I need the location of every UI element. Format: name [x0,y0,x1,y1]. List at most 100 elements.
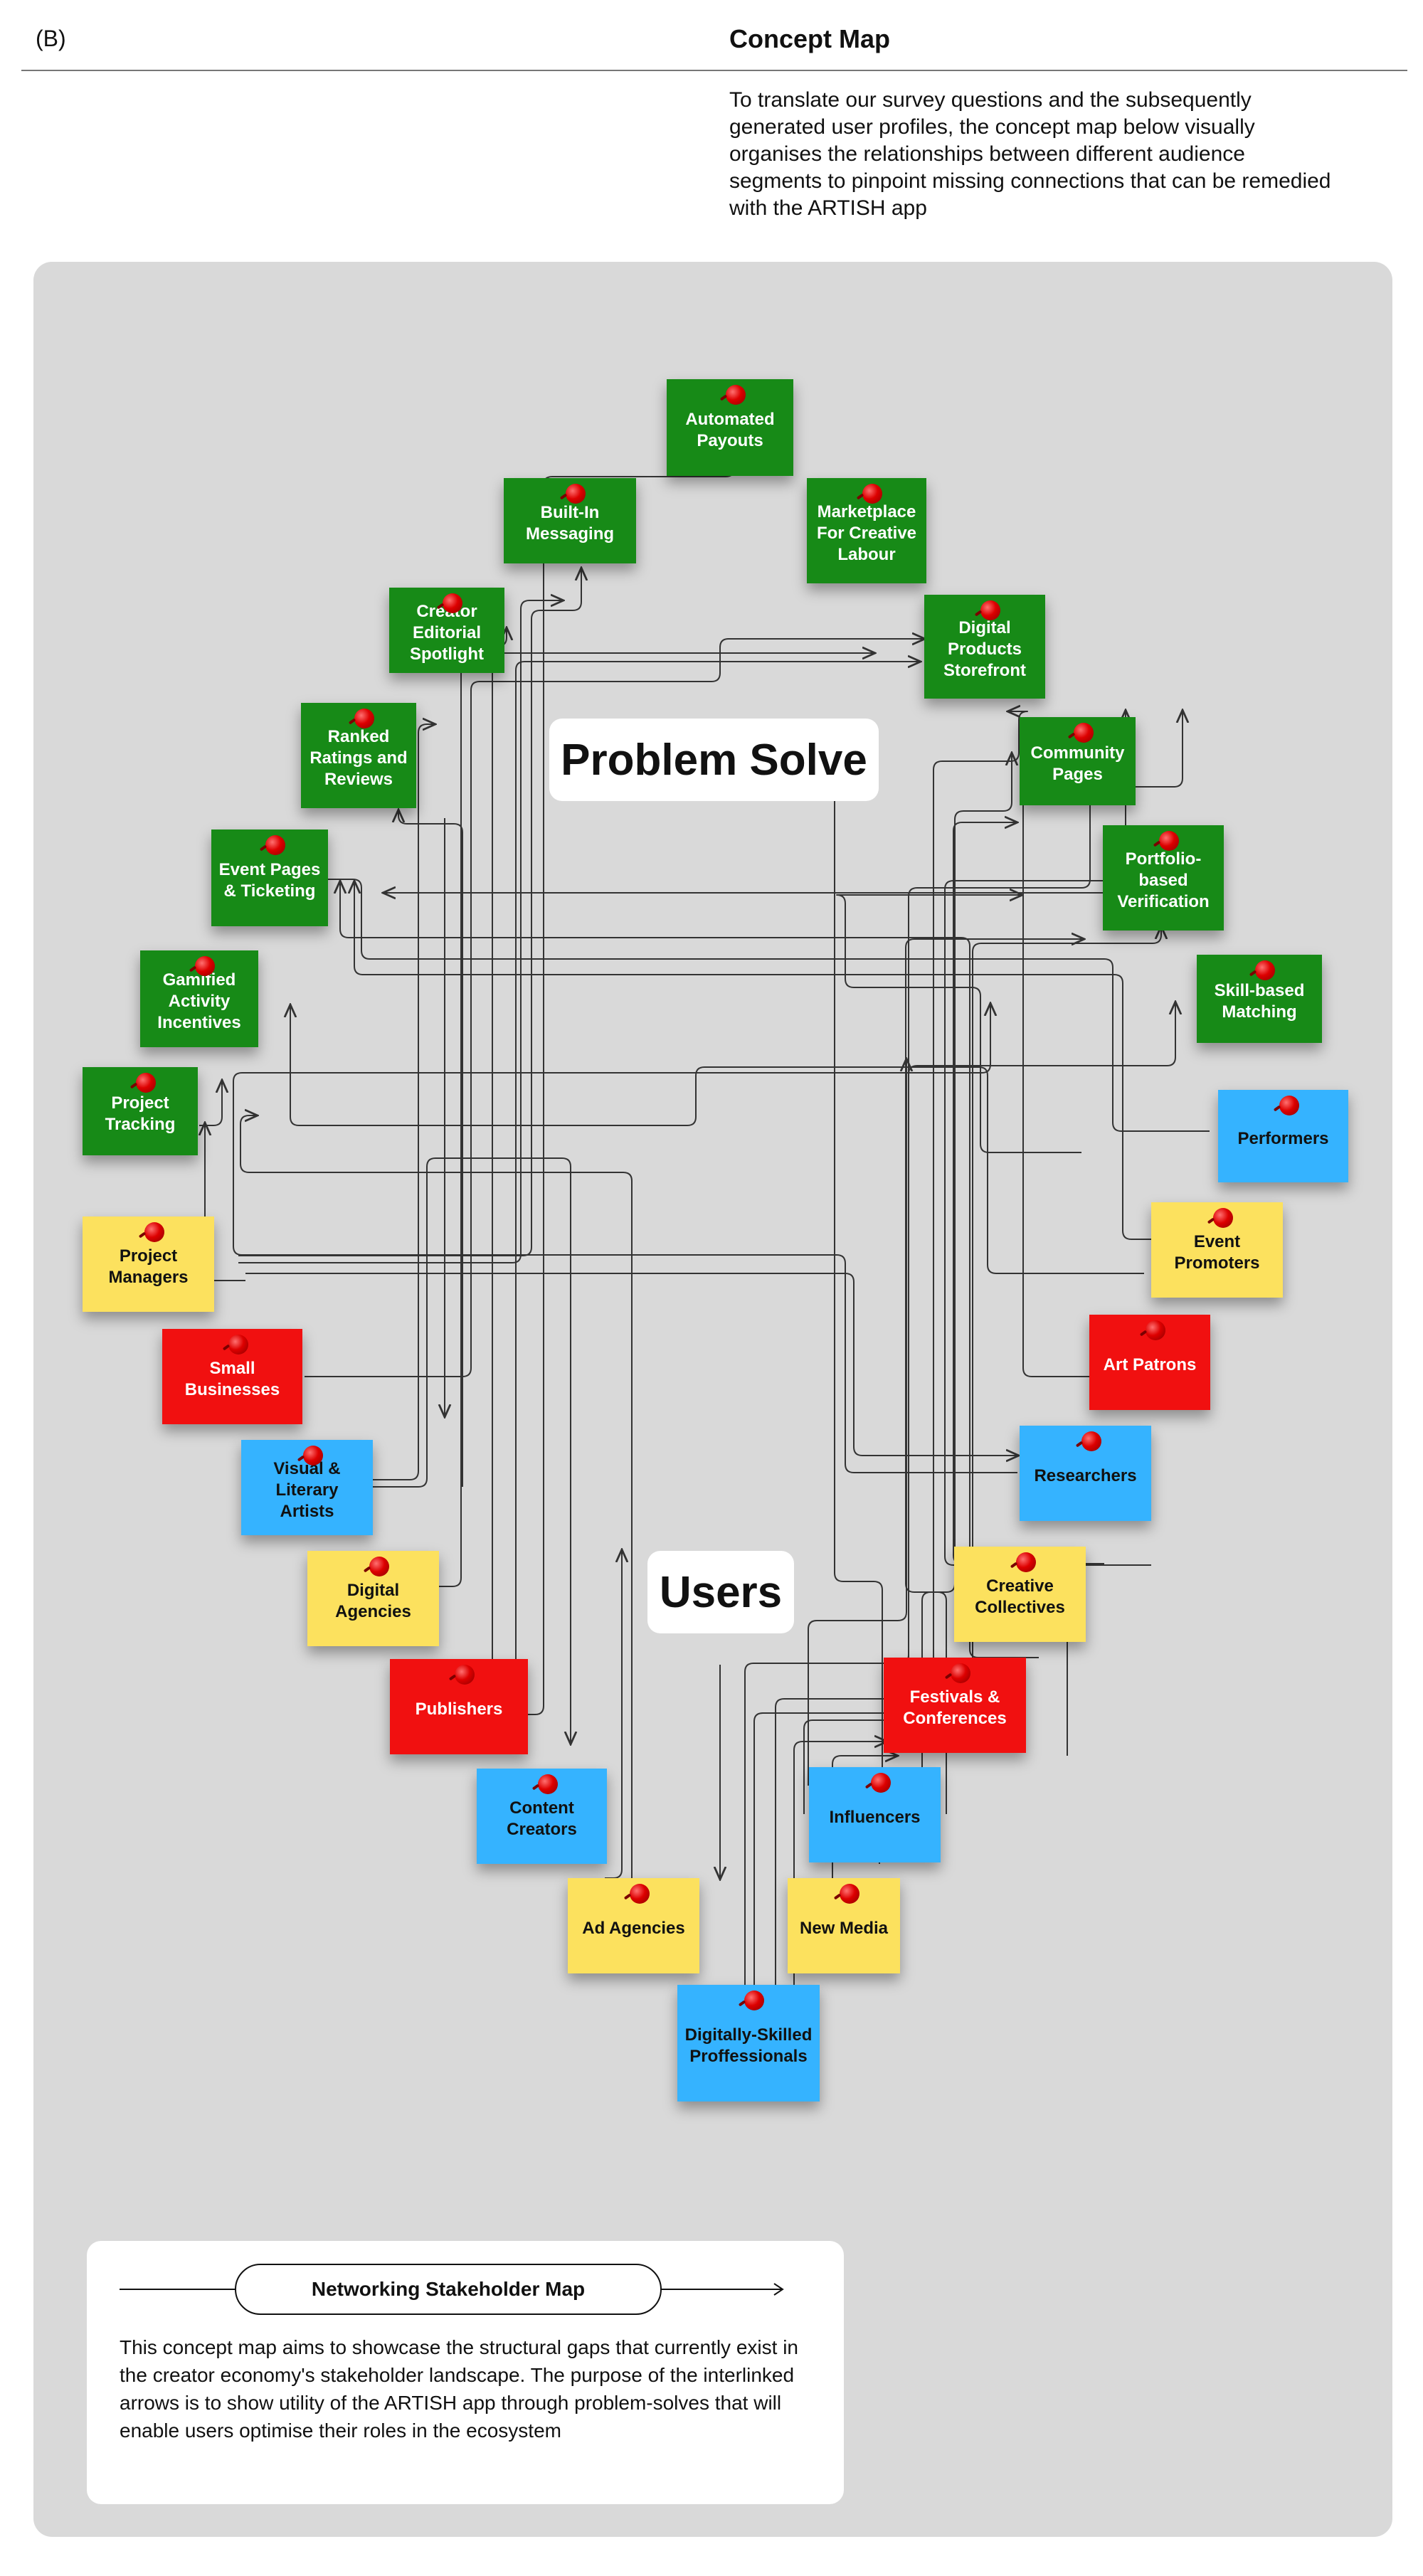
note-label: Ad Agencies [582,1919,685,1938]
note-performers[interactable]: Performers [1218,1090,1348,1182]
pushpin-icon [1279,1096,1299,1115]
pushpin-icon [862,484,882,504]
intro-paragraph: To translate our survey questions and th… [729,88,1331,220]
connector-line [775,928,1161,1985]
note-event-promoters[interactable]: Event Promoters [1151,1202,1283,1298]
note-label: Digitally-Skilled Proffessionals [684,2025,813,2066]
pushpin-icon [354,709,374,728]
note-label: Digital Products Storefront [943,618,1026,680]
pushpin-icon [455,1665,475,1685]
pushpin-icon [870,1773,891,1793]
pushpin-icon [629,1884,650,1904]
note-digitally-skilled-professionals[interactable]: Digitally-Skilled Proffessionals [677,1985,820,2101]
pushpin-icon [980,600,1000,620]
note-new-media[interactable]: New Media [788,1878,900,1973]
note-label: Community Pages [1030,743,1125,784]
note-small-businesses[interactable]: Small Businesses [162,1329,302,1424]
legend-title: Networking Stakeholder Map [235,2264,662,2315]
connector-line [398,811,463,1487]
pushpin-icon [744,1991,764,2010]
connector-line [370,1157,571,1743]
note-label: Project Managers [108,1246,189,1287]
note-label: Publishers [415,1700,503,1719]
note-influencers[interactable]: Influencers [809,1767,941,1862]
connector-line [290,1006,1144,1274]
connector-line [515,662,919,1754]
legend-description: This concept map aims to showcase the st… [120,2336,798,2442]
pushpin-icon [228,1335,248,1355]
note-ad-agencies[interactable]: Ad Agencies [568,1878,699,1973]
pushpin-icon [566,484,586,504]
connector-line [370,724,434,1480]
note-label: Digital Agencies [335,1581,411,1621]
pushpin-icon [1212,1208,1233,1228]
note-built-in-messaging[interactable]: Built-In Messaging [504,478,636,563]
connector-line [793,1742,886,1985]
note-digital-products-storefront[interactable]: Digital Products Storefront [924,595,1045,699]
note-festivals-and-conferences[interactable]: Festivals & Conferences [884,1658,1026,1753]
note-skill-based-matching[interactable]: Skill-based Matching [1197,955,1322,1043]
connector-line [340,882,1039,1658]
note-portfolio-based-verification[interactable]: Portfolio-based Verification [1103,825,1224,931]
pushpin-icon [1081,1431,1101,1451]
note-label: New Media [799,1919,889,1938]
note-researchers[interactable]: Researchers [1020,1426,1151,1521]
note-label: Event Promoters [1174,1232,1260,1273]
note-label: Influencers [829,1808,921,1827]
note-label: Art Patrons [1103,1355,1197,1374]
note-label: Researchers [1034,1466,1137,1485]
connector-line [832,1756,896,1885]
note-digital-agencies[interactable]: Digital Agencies [307,1551,439,1646]
note-label: Project Tracking [105,1093,176,1134]
section-label: (B) [36,26,66,51]
note-label: Marketplace For Creative Labour [816,502,917,564]
note-creator-editorial-spotlight[interactable]: Creator Editorial Spotlight [389,588,504,673]
note-label: Gamified Activity Incentives [157,970,241,1032]
connector-line [240,1115,633,1878]
note-label: Content Creators [507,1798,577,1839]
connector-line [836,895,1081,1153]
note-content-creators[interactable]: Content Creators [477,1769,607,1864]
note-automated-payouts[interactable]: Automated Payouts [667,379,793,476]
note-label: Creative Collectives [975,1576,1065,1617]
note-community-pages[interactable]: Community Pages [1020,717,1136,805]
connector-line [199,1081,222,1126]
note-label: Skill-based Matching [1214,981,1305,1022]
connector-line [245,1273,1017,1456]
connector-line [905,939,1083,1814]
note-creative-collectives[interactable]: Creative Collectives [954,1547,1086,1642]
note-art-patrons[interactable]: Art Patrons [1089,1315,1210,1410]
connector-line [835,768,883,1814]
pushpin-icon [840,1884,859,1904]
pushpin-icon [537,1774,558,1794]
note-label: Festivals & Conferences [903,1687,1007,1728]
pushpin-icon [1073,723,1094,743]
connector-line [921,754,1012,1807]
note-project-tracking[interactable]: Project Tracking [83,1067,198,1155]
pushpin-icon [369,1557,389,1576]
pushpin-icon [443,593,462,613]
note-label: Small Businesses [184,1359,280,1399]
connector-line [354,882,1153,1240]
note-label: Performers [1237,1129,1329,1148]
note-gamified-activity-incentives[interactable]: Gamified Activity Incentives [140,950,258,1047]
header-divider [21,70,1407,71]
note-visual-and-literary-artists[interactable]: Visual & Literary Artists [241,1440,373,1535]
pushpin-icon [951,1663,970,1683]
page-title: Concept Map [729,24,891,53]
note-event-pages-and-ticketing[interactable]: Event Pages & Ticketing [211,829,328,926]
note-publishers[interactable]: Publishers [390,1659,528,1754]
pushpin-icon [195,956,215,976]
connector-line [233,1005,1017,1473]
connector-line [305,639,924,1377]
note-marketplace-for-creative-labour[interactable]: Marketplace For Creative Labour [807,478,926,583]
pushpin-icon [144,1222,164,1242]
pushpin-icon [302,1446,323,1465]
note-project-managers[interactable]: Project Managers [83,1217,214,1312]
connector-line [238,569,581,1256]
note-label: Automated Payouts [685,410,775,450]
pushpin-icon [726,385,746,405]
note-ranked-ratings-and-reviews[interactable]: Ranked Ratings and Reviews [301,703,416,808]
connector-line [808,1060,906,1786]
